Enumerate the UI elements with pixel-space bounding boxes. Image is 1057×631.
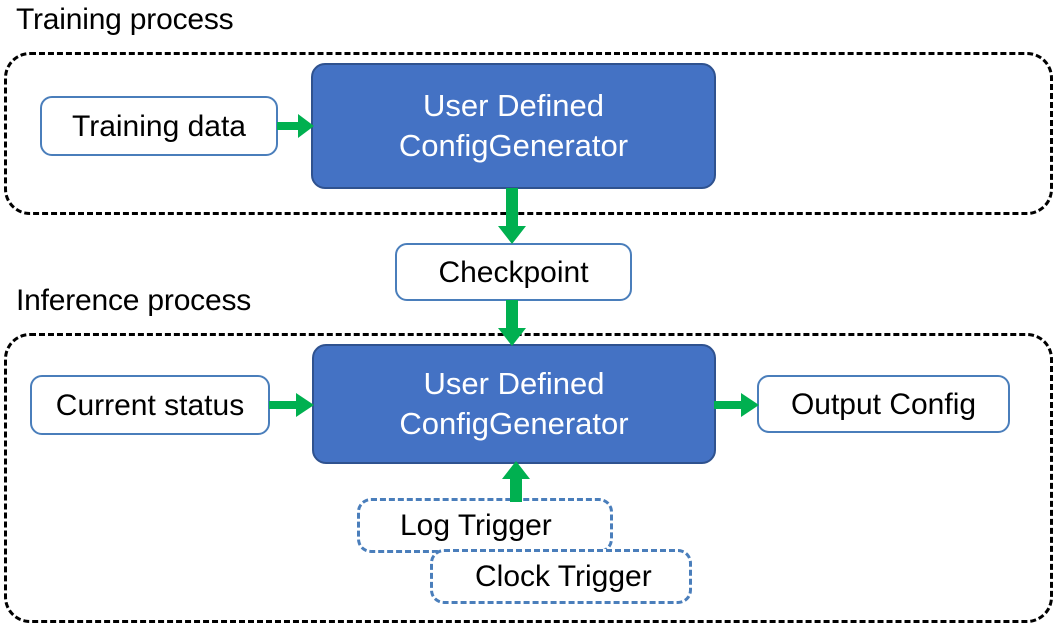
- node-infer-user-defined-configgenerator[interactable]: User Defined ConfigGenerator: [312, 344, 716, 464]
- node-infer-generator-line1: User Defined: [423, 366, 605, 402]
- arrow-generator-to-checkpoint-icon: [497, 188, 527, 246]
- training-process-title: Training process: [16, 3, 234, 36]
- arrow-triggers-to-generator-icon: [500, 461, 532, 503]
- node-clock-trigger-label: Clock Trigger: [475, 560, 652, 593]
- node-checkpoint-label: Checkpoint: [438, 255, 589, 289]
- node-current-status[interactable]: Current status: [30, 375, 270, 435]
- node-log-trigger[interactable]: Log Trigger: [357, 498, 613, 553]
- arrow-checkpoint-to-generator-icon: [497, 300, 527, 348]
- inference-process-title: Inference process: [16, 284, 252, 317]
- node-output-config[interactable]: Output Config: [757, 375, 1010, 433]
- node-current-status-label: Current status: [55, 388, 245, 422]
- node-training-data-label: Training data: [72, 109, 246, 143]
- node-infer-generator-line2: ConfigGenerator: [399, 406, 629, 441]
- node-output-config-label: Output Config: [790, 387, 977, 421]
- node-clock-trigger[interactable]: Clock Trigger: [430, 549, 692, 604]
- node-checkpoint[interactable]: Checkpoint: [395, 243, 632, 301]
- arrow-current-status-to-generator-icon: [269, 391, 315, 419]
- training-process-group: [4, 52, 1053, 215]
- node-train-generator-line1: User Defined: [423, 88, 604, 124]
- node-training-data[interactable]: Training data: [40, 96, 278, 156]
- node-train-generator-line2: ConfigGenerator: [398, 128, 629, 163]
- arrow-generator-to-output-icon: [714, 391, 760, 419]
- arrow-training-data-to-generator-icon: [277, 112, 315, 140]
- inference-process-group: [4, 333, 1053, 623]
- node-train-user-defined-configgenerator[interactable]: User Defined ConfigGenerator: [311, 63, 716, 189]
- node-log-trigger-label: Log Trigger: [400, 509, 552, 542]
